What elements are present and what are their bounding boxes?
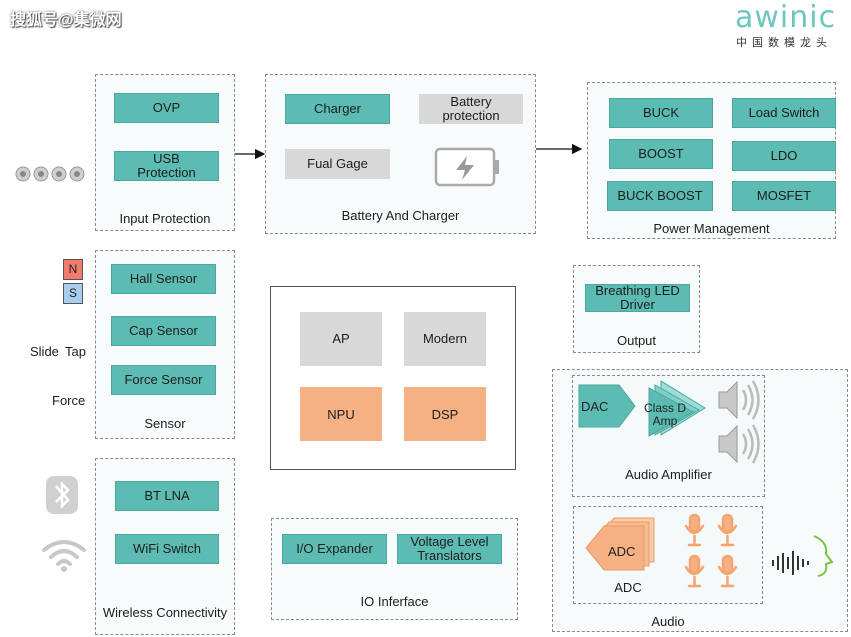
io-expander-block: I/O Expander (282, 534, 387, 564)
output-title: Output (616, 333, 657, 348)
microphone-icons (684, 513, 738, 588)
wireless-title: Wireless Connectivity (102, 605, 228, 620)
wifi-switch-block: WiFi Switch (115, 534, 219, 564)
load-switch-block: Load Switch (732, 98, 836, 128)
bt-lna-block: BT LNA (115, 481, 219, 511)
brand-subtitle: 中国数模龙头 (736, 36, 832, 49)
npu-block: NPU (300, 387, 382, 441)
class-d-amp-label: Class D Amp (643, 401, 686, 428)
adc-title: ADC (614, 580, 642, 595)
adc-graphic (585, 517, 655, 571)
force-sensor-block: Force Sensor (111, 365, 216, 395)
buck-block: BUCK (609, 98, 713, 128)
voice-icon (772, 535, 834, 577)
voltage-level-translators-block: Voltage Level Translators (397, 534, 502, 564)
port-connectors-icon (15, 166, 85, 182)
input-protection-title: Input Protection (119, 211, 211, 226)
watermark: 搜狐号@集微网 (10, 12, 122, 29)
breathing-led-driver-block: Breathing LED Driver (585, 284, 690, 312)
cap-sensor-block: Cap Sensor (111, 316, 216, 346)
battery-icon (434, 147, 499, 187)
dsp-block: DSP (404, 387, 486, 441)
bluetooth-icon (46, 476, 78, 514)
power-management-title: Power Management (653, 221, 770, 236)
audio-title: Audio (651, 614, 685, 629)
tap-label: Tap (65, 344, 86, 359)
modern-block: Modern (404, 312, 486, 366)
hall-sensor-block: Hall Sensor (111, 264, 216, 294)
charger-block: Charger (285, 94, 390, 124)
force-label: Force (52, 393, 86, 408)
io-interface-title: IO Inferface (360, 594, 429, 609)
dac-amp-graphic (578, 380, 706, 437)
usb-protection-block: USB Protection (114, 151, 219, 181)
battery-protection-block: Battery protection (419, 94, 523, 124)
battery-charger-title: Battery And Charger (341, 208, 460, 223)
brand-logo: awinic (735, 0, 837, 35)
speaker-icons (718, 380, 760, 464)
magnet-north: N (63, 259, 83, 280)
wifi-icon (42, 540, 86, 572)
audio-amplifier-title: Audio Amplifier (625, 467, 712, 482)
magnet-south: S (63, 283, 83, 304)
fuel-gage-block: Fual Gage (285, 149, 390, 179)
dac-label: DAC (581, 399, 609, 414)
slide-label: Slide (30, 344, 59, 359)
mosfet-block: MOSFET (732, 181, 836, 211)
boost-block: BOOST (609, 139, 713, 169)
ovp-block: OVP (114, 93, 219, 123)
adc-block-label: ADC (608, 544, 636, 559)
ldo-block: LDO (732, 141, 836, 171)
ap-block: AP (300, 312, 382, 366)
sensor-title: Sensor (144, 416, 186, 431)
buck-boost-block: BUCK BOOST (607, 181, 713, 211)
